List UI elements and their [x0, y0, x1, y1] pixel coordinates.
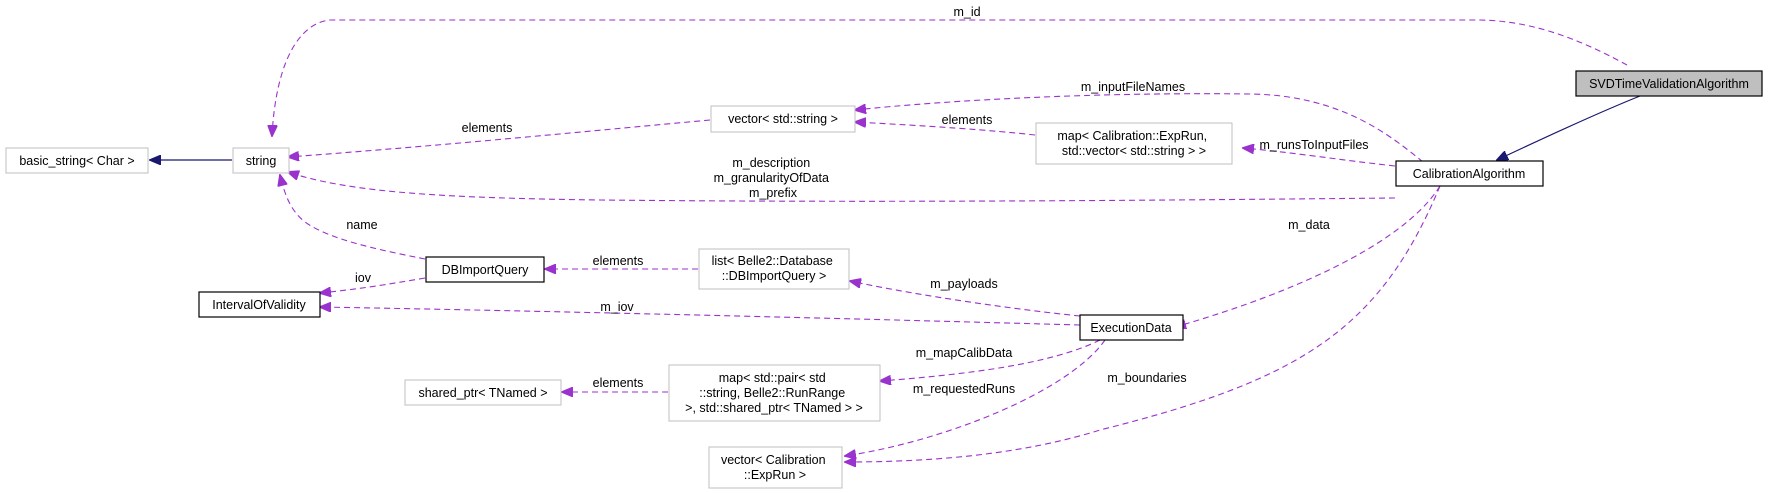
edge-labels: m_id m_inputFileNames elements elements …	[346, 5, 1368, 396]
node-map-pair[interactable]: map< std::pair< std ::string, Belle2::Ru…	[668, 364, 881, 422]
node-map-exprun[interactable]: map< Calibration::ExpRun, std::vector< s…	[1035, 122, 1233, 165]
node-label: vector< std::string >	[728, 112, 838, 126]
label-m-data: m_data	[1288, 218, 1330, 232]
node-vector-string[interactable]: vector< std::string >	[710, 105, 856, 133]
node-label: string	[246, 154, 277, 168]
edge-m-data	[1175, 185, 1441, 327]
node-label: CalibrationAlgorithm	[1413, 167, 1526, 181]
edge-m-description-group	[288, 172, 1396, 202]
node-label: basic_string< Char >	[19, 154, 134, 168]
edge-m-id	[272, 19, 1628, 136]
node-string[interactable]: string	[232, 147, 290, 174]
edge-iov	[320, 277, 426, 293]
node-dbimportquery[interactable]: DBImportQuery	[425, 256, 545, 283]
label-elements-vector-string: elements	[462, 121, 513, 135]
label-m-payloads: m_payloads	[930, 277, 997, 291]
label-m-iov: m_iov	[600, 300, 634, 314]
node-label: map< std::pair< std ::string, Belle2::Ru…	[685, 371, 863, 415]
node-basic-string[interactable]: basic_string< Char >	[5, 147, 149, 174]
node-calibration-algorithm[interactable]: CalibrationAlgorithm	[1395, 160, 1544, 187]
label-elements-map-pair: elements	[593, 376, 644, 390]
label-m-id: m_id	[953, 5, 980, 19]
label-m-boundaries: m_boundaries	[1107, 371, 1186, 385]
nodes: SVDTimeValidationAlgorithm CalibrationAl…	[5, 70, 1763, 489]
edge-m-iov	[320, 307, 1081, 326]
node-label: IntervalOfValidity	[212, 298, 306, 312]
node-interval-of-validity[interactable]: IntervalOfValidity	[198, 291, 321, 318]
node-vector-exprun[interactable]: vector< Calibration ::ExpRun >	[708, 446, 843, 489]
node-label: DBImportQuery	[442, 263, 530, 277]
node-label: map< Calibration::ExpRun, std::vector< s…	[1057, 129, 1210, 158]
label-name: name	[346, 218, 377, 232]
node-label: shared_ptr< TNamed >	[418, 386, 547, 400]
edge-m-input-file-names	[855, 93, 1424, 163]
node-list-dbimportquery[interactable]: list< Belle2::Database ::DBImportQuery >	[698, 248, 850, 290]
edge-elements-map-exprun	[855, 122, 1036, 136]
label-m-input-file-names: m_inputFileNames	[1081, 80, 1185, 94]
edge-m-boundaries	[845, 185, 1441, 462]
label-m-description-group: m_description m_granularityOfData m_pref…	[714, 156, 833, 200]
label-elements-list: elements	[593, 254, 644, 268]
label-m-map-calib-data: m_mapCalibData	[916, 346, 1013, 360]
node-label: vector< Calibration ::ExpRun >	[721, 453, 829, 482]
node-label: list< Belle2::Database ::DBImportQuery >	[712, 254, 837, 283]
edge-name	[280, 175, 426, 260]
label-iov: iov	[355, 271, 372, 285]
edge-m-map-calib-data	[880, 339, 1101, 381]
label-elements-map-exprun: elements	[942, 113, 993, 127]
node-label: SVDTimeValidationAlgorithm	[1589, 77, 1749, 91]
node-execution-data[interactable]: ExecutionData	[1079, 314, 1184, 341]
edge-inherit-svd	[1497, 95, 1641, 160]
label-m-runs-to-input-files: m_runsToInputFiles	[1259, 138, 1368, 152]
label-m-requested-runs: m_requestedRuns	[913, 382, 1015, 396]
edges	[150, 19, 1641, 462]
node-label: ExecutionData	[1090, 321, 1171, 335]
edge-m-payloads	[850, 281, 1081, 317]
edge-elements-vector-string	[288, 119, 711, 157]
node-svd-time-validation-algorithm[interactable]: SVDTimeValidationAlgorithm	[1575, 70, 1763, 97]
node-shared-ptr[interactable]: shared_ptr< TNamed >	[404, 379, 562, 406]
